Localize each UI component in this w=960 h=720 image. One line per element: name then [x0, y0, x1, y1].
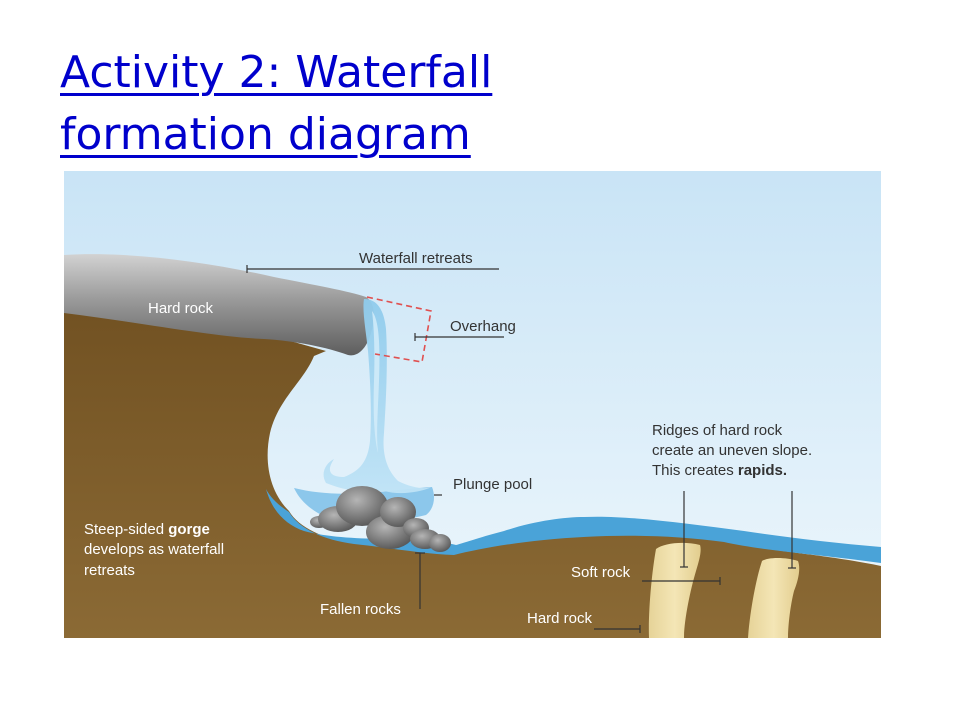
label-rapids: rapids. — [738, 462, 787, 479]
label-gorge-line-3: retreats — [84, 562, 135, 579]
label-ridges-line-2: create an uneven slope. — [652, 442, 812, 459]
label-plunge-pool: Plunge pool — [453, 476, 532, 493]
label-gorge-line-1: Steep-sided gorge — [84, 521, 210, 538]
waterfall-sheen — [372, 311, 380, 453]
label-fallen-rocks: Fallen rocks — [320, 601, 401, 618]
title-line-2: formation diagram — [60, 109, 471, 160]
page-title: Activity 2: Waterfall formation diagram — [60, 42, 680, 166]
label-ridges-line-3-text: This creates — [652, 462, 738, 479]
label-hard-rock-bottom: Hard rock — [527, 610, 593, 627]
label-soft-rock: Soft rock — [571, 564, 631, 581]
label-ridges-line-3: This creates rapids. — [652, 462, 787, 479]
waterfall-diagram: Waterfall retreats Hard rock Overhang Ri… — [64, 171, 881, 638]
label-gorge-line-2: develops as waterfall — [84, 541, 224, 558]
label-gorge-line-1-text: Steep-sided — [84, 521, 168, 538]
label-gorge: gorge — [168, 521, 210, 538]
title-line-1: Activity 2: Waterfall — [60, 47, 493, 98]
label-ridges-line-1: Ridges of hard rock — [652, 422, 783, 439]
hard-rock-ridge-2 — [748, 558, 800, 638]
hard-rock-cap — [64, 254, 374, 356]
label-waterfall-retreats: Waterfall retreats — [359, 250, 473, 267]
label-hard-rock-top: Hard rock — [148, 300, 214, 317]
label-overhang: Overhang — [450, 318, 516, 335]
leader-lines — [246, 265, 796, 633]
fallen-rocks — [310, 486, 451, 552]
